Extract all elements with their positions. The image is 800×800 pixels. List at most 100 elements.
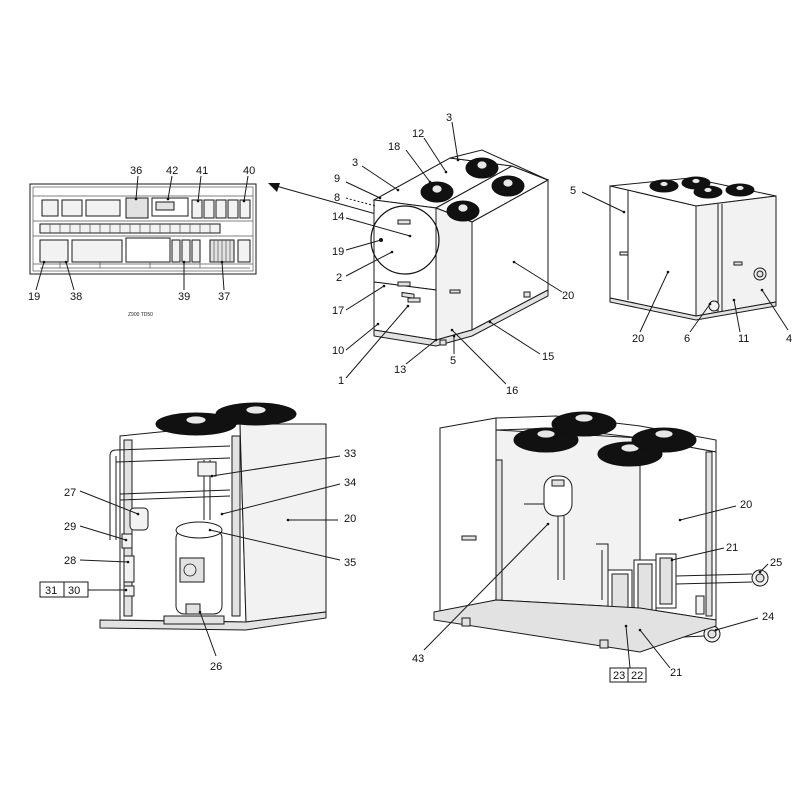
callout-20: 20	[562, 290, 574, 302]
valve-33	[197, 461, 217, 477]
panel-inner-frame	[32, 186, 254, 272]
callout-12: 12	[412, 128, 424, 140]
switch-30	[123, 585, 135, 597]
fan	[631, 427, 697, 453]
callout-1: 1	[338, 375, 344, 387]
breaker	[191, 199, 203, 219]
valve-29	[121, 533, 133, 549]
fan-18	[446, 200, 480, 222]
coil-edge	[705, 451, 713, 617]
handle	[397, 281, 411, 287]
callout-5: 5	[450, 355, 456, 367]
compressor-mount	[163, 615, 225, 625]
callout-30: 30	[68, 585, 80, 597]
callout-29: 29	[64, 521, 76, 533]
callout-19: 19	[332, 246, 344, 258]
callout-37: 37	[218, 291, 230, 303]
relay-40	[237, 239, 251, 263]
callout-box-23-22	[609, 667, 647, 683]
handle	[397, 219, 411, 225]
callout-21: 21	[670, 667, 682, 679]
filter-27	[129, 507, 149, 531]
callout-39: 39	[178, 291, 190, 303]
fan-18	[491, 175, 525, 197]
callout-20: 20	[740, 499, 752, 511]
din-rail-modules	[71, 239, 123, 263]
callout-20: 20	[344, 513, 356, 525]
callout-14: 14	[332, 211, 344, 223]
foot	[439, 339, 447, 346]
callout-2: 2	[336, 272, 342, 284]
callout-33: 33	[344, 448, 356, 460]
callout-8: 8	[334, 192, 340, 204]
drawing-code: Z900 TD50	[128, 312, 153, 318]
callout-42: 42	[166, 165, 178, 177]
fan	[551, 411, 617, 437]
callout-24: 24	[762, 611, 774, 623]
callout-10: 10	[332, 345, 344, 357]
fan	[155, 412, 237, 436]
callout-box-31-30	[39, 581, 89, 598]
callout-22: 22	[631, 670, 643, 682]
callout-15: 15	[542, 351, 554, 363]
refrigerant-pipe	[119, 489, 231, 501]
fan	[693, 185, 723, 199]
wiring	[40, 262, 250, 269]
handle	[407, 297, 421, 303]
callout-28: 28	[64, 555, 76, 567]
callout-4: 4	[786, 333, 792, 345]
breaker	[215, 199, 227, 219]
electrical-panel-view: 36 42 41 40 19 38 39 37 Z900 TD50	[28, 165, 257, 318]
coil-edge	[231, 435, 241, 617]
breaker	[203, 199, 215, 219]
callout-35: 35	[344, 557, 356, 569]
water-pipe	[524, 503, 565, 580]
callout-21: 21	[726, 542, 738, 554]
callout-38: 38	[70, 291, 82, 303]
water-connection	[708, 300, 720, 312]
callout-3: 3	[446, 112, 452, 124]
side-face	[695, 195, 777, 317]
main-unit-exploded-view: 3 12 18 3 9 8 14 19 2 17 10 1 13 5 16 15…	[332, 112, 574, 397]
rear-panel	[439, 417, 497, 613]
compressor-section-view: 31 30 27 29 28 33 34 20 35 26	[39, 402, 356, 673]
power-supply-38	[39, 239, 69, 263]
compressor-26	[175, 521, 223, 615]
hydraulic-section-view: 23 22 20 21 25 24 21 43	[412, 411, 782, 683]
detail-magnifier	[370, 205, 440, 275]
coil-edge	[495, 459, 503, 601]
callout-3: 3	[352, 157, 358, 169]
detail-arrow	[268, 183, 377, 215]
callout-34: 34	[344, 477, 356, 489]
fuse-39	[181, 239, 191, 263]
callout-6: 6	[684, 333, 690, 345]
side-panel-20	[239, 423, 327, 623]
breaker	[239, 199, 251, 219]
callout-17: 17	[332, 305, 344, 317]
valve	[695, 595, 705, 615]
callout-9: 9	[334, 173, 340, 185]
callout-23: 23	[613, 670, 625, 682]
sensor-28	[123, 555, 135, 583]
foot	[523, 291, 531, 298]
breaker	[227, 199, 239, 219]
fan	[513, 427, 579, 453]
terminal-strip	[39, 223, 221, 234]
assembled-unit-view: 5 20 6 11 4	[570, 176, 792, 345]
handle	[401, 291, 415, 299]
callout-43: 43	[412, 653, 424, 665]
handle	[449, 289, 461, 294]
base-frame-15	[373, 289, 549, 347]
callout-19: 19	[28, 291, 40, 303]
callout-25: 25	[770, 557, 782, 569]
base-frame	[99, 611, 327, 631]
spiral-logo-icon	[183, 563, 197, 577]
fan	[649, 179, 679, 193]
callout-13: 13	[394, 364, 406, 376]
heatsink-37	[209, 239, 235, 263]
base-rail	[609, 297, 777, 321]
fuse-39	[191, 239, 201, 263]
callout-31: 31	[45, 585, 57, 597]
